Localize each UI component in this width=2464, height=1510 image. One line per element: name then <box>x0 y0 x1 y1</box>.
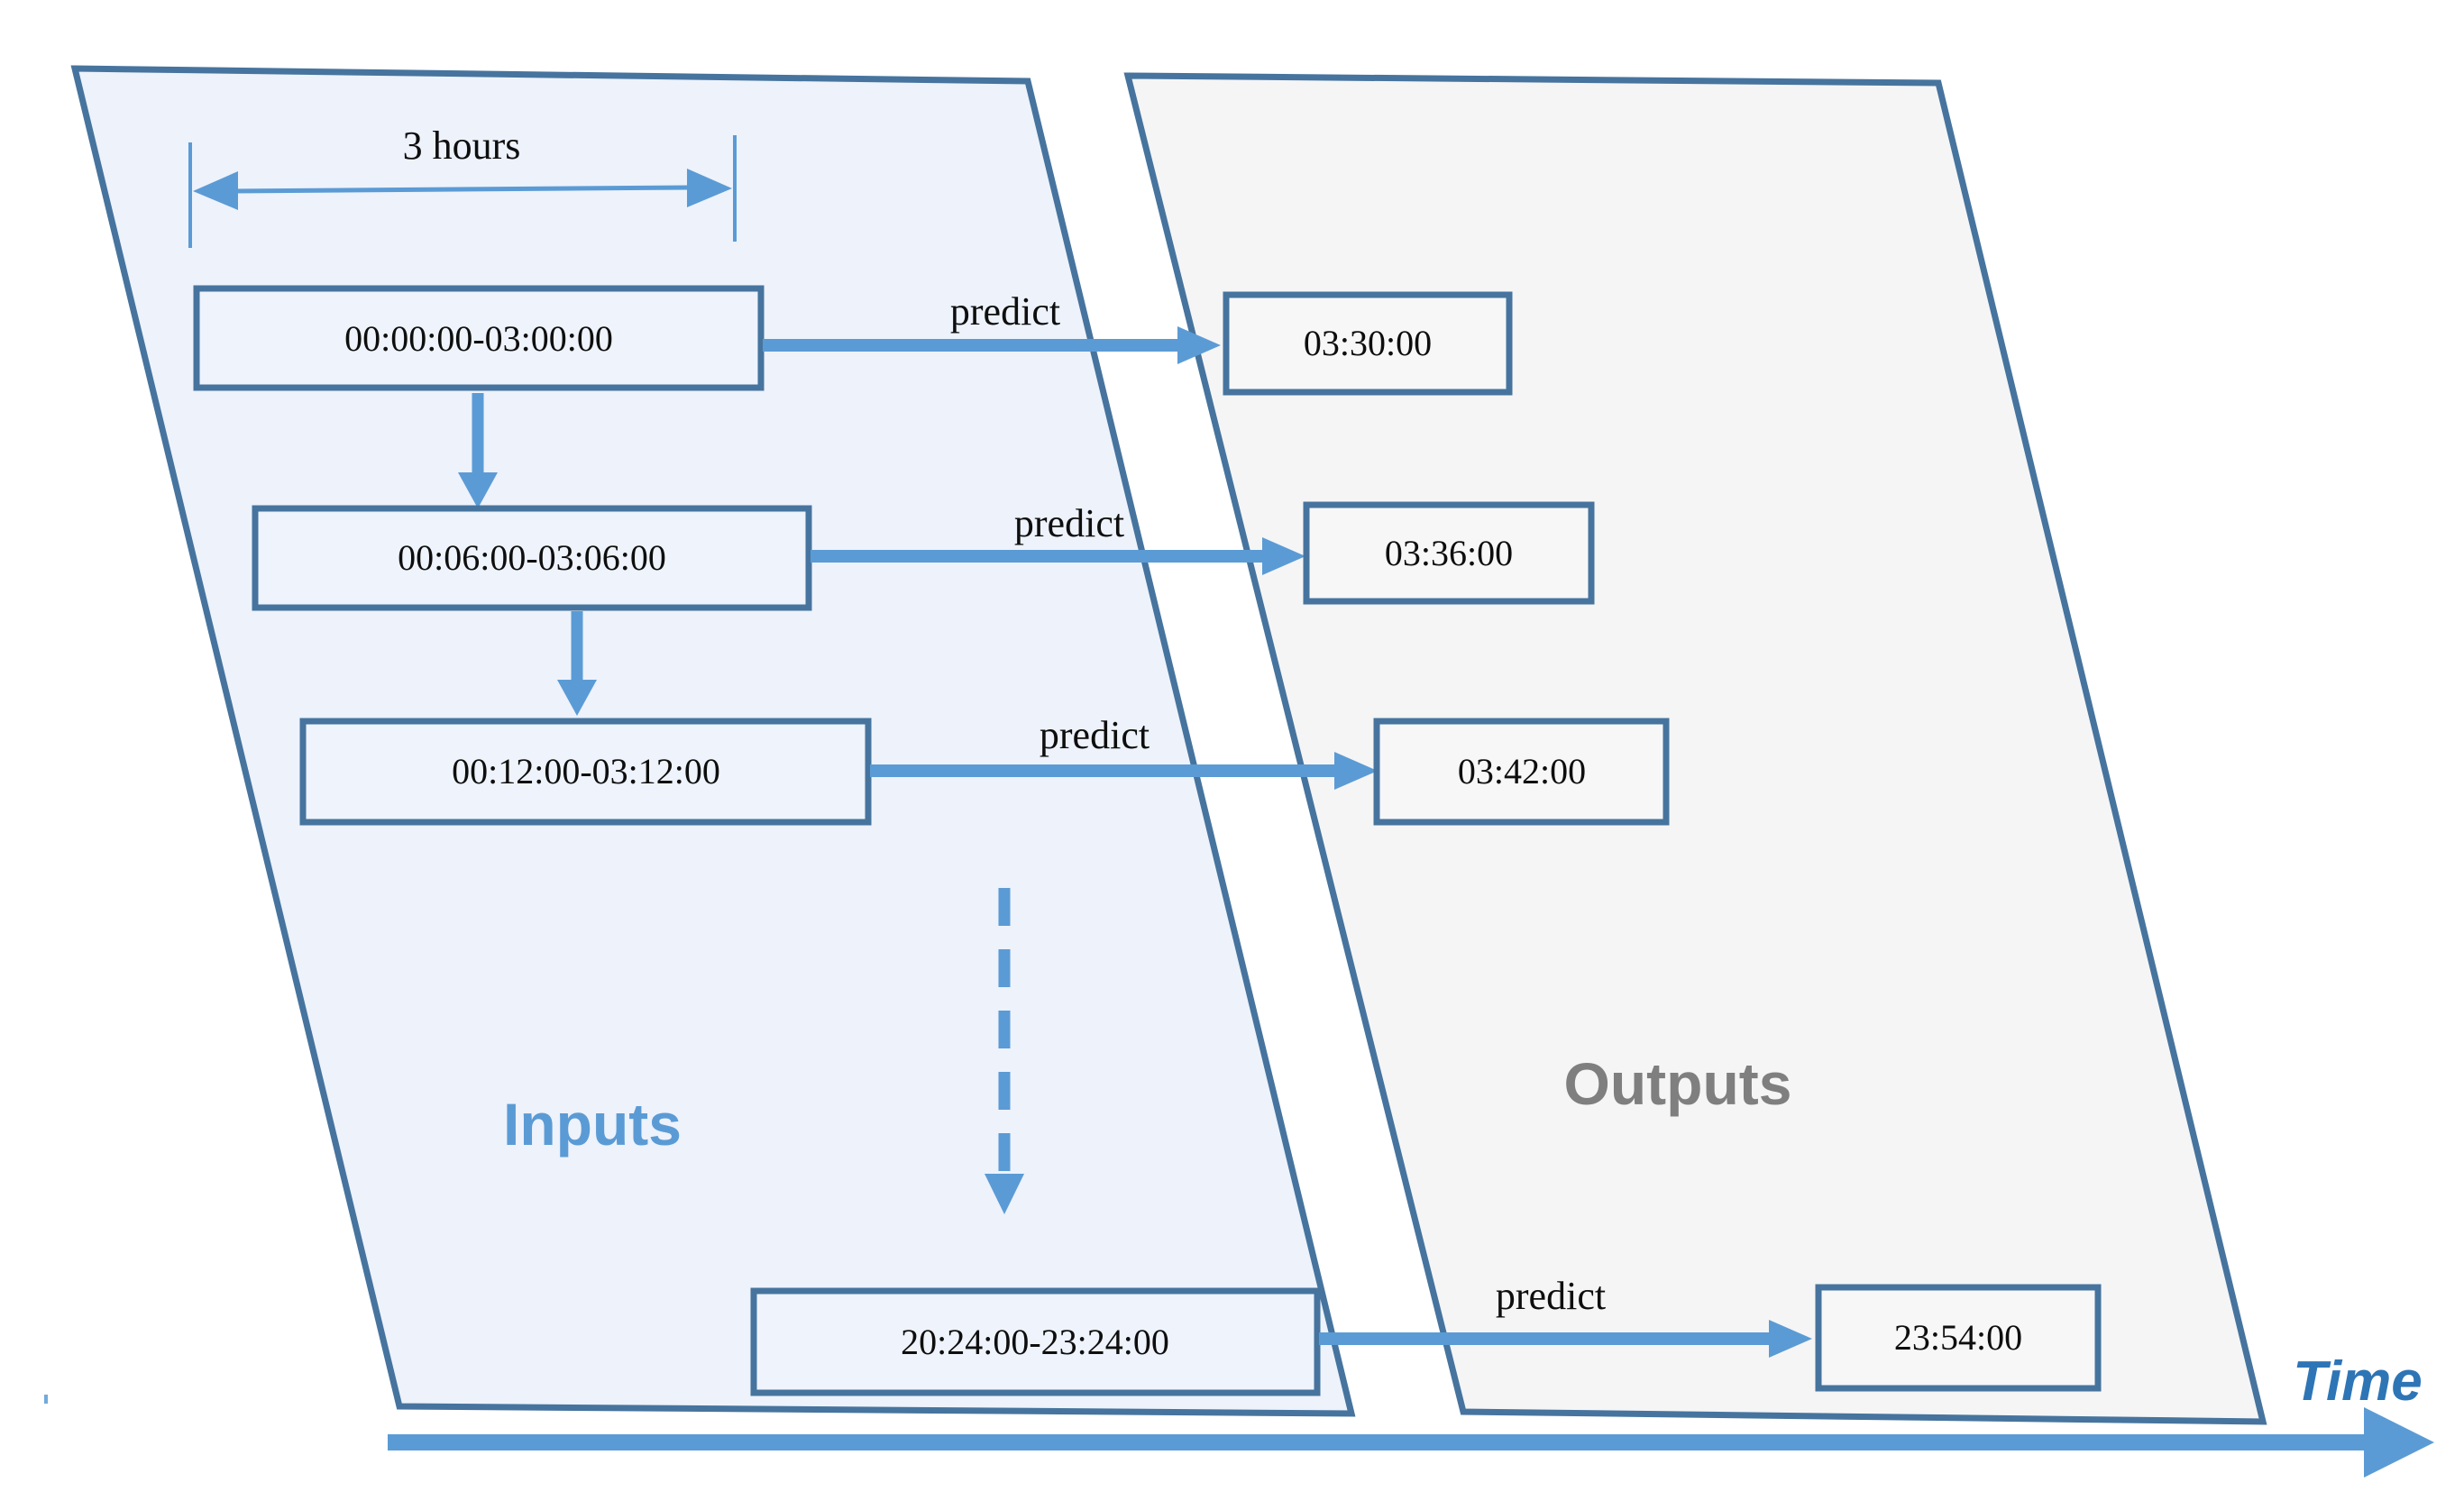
predict-arrow-4-head-icon <box>1769 1320 1812 1358</box>
predict-label-1: predict <box>950 289 1060 334</box>
predict-arrow-2-head-icon <box>1262 537 1305 575</box>
predict-arrow-1-head-icon <box>1177 326 1221 364</box>
output-box-3-label: 03:42:00 <box>1458 751 1586 792</box>
output-box-3 <box>1373 718 1670 826</box>
measure-line <box>232 185 692 194</box>
predict-label-2: predict <box>1014 501 1124 545</box>
input-box-3 <box>299 718 872 826</box>
outputs-panel <box>1123 72 2267 1425</box>
measure-left-arrowhead-icon <box>193 171 238 210</box>
output-box-2 <box>1303 501 1595 605</box>
ellipsis-dashed-arrow-head-icon <box>985 1174 1024 1214</box>
predict-label-4: predict <box>1496 1274 1606 1318</box>
time-axis: Time <box>388 1350 2434 1478</box>
row-2: 00:06:00-03:06:00 predict 03:36:00 <box>252 501 1595 716</box>
output-box-2-label: 03:36:00 <box>1385 533 1513 573</box>
output-box-4-label: 23:54:00 <box>1894 1317 2022 1358</box>
down-arrow-1-head-icon <box>458 472 498 508</box>
input-box-4 <box>750 1287 1321 1396</box>
input-box-2-label: 00:06:00-03:06:00 <box>398 537 666 578</box>
continuation <box>985 888 1024 1214</box>
measure-right-arrowhead-icon <box>687 169 732 207</box>
row-1: 00:00:00-03:00:00 predict 03:30:00 <box>193 285 1513 508</box>
window-span-label: 3 hours <box>403 124 521 168</box>
input-box-3-label: 00:12:00-03:12:00 <box>452 751 720 792</box>
input-box-2 <box>252 505 812 611</box>
output-box-4 <box>1815 1284 2102 1392</box>
time-axis-label: Time <box>2293 1350 2423 1413</box>
output-box-1 <box>1223 291 1513 396</box>
inputs-label: Inputs <box>503 1091 682 1158</box>
input-box-1-label: 00:00:00-03:00:00 <box>344 318 613 359</box>
time-axis-arrowhead-icon <box>2364 1407 2434 1478</box>
predict-arrow-3-head-icon <box>1334 752 1378 790</box>
input-box-4-label: 20:24:00-23:24:00 <box>901 1322 1169 1362</box>
outputs-label: Outputs <box>1564 1050 1792 1117</box>
input-box-1 <box>193 285 765 391</box>
output-box-1-label: 03:30:00 <box>1304 323 1432 363</box>
window-span-measure: 3 hours <box>188 124 737 248</box>
down-arrow-2-head-icon <box>557 680 597 716</box>
time-axis-bar <box>388 1434 2364 1451</box>
row-4: 20:24:00-23:24:00 predict 23:54:00 <box>750 1274 2102 1396</box>
predict-label-3: predict <box>1040 713 1150 757</box>
row-3: 00:12:00-03:12:00 predict 03:42:00 <box>299 713 1670 826</box>
